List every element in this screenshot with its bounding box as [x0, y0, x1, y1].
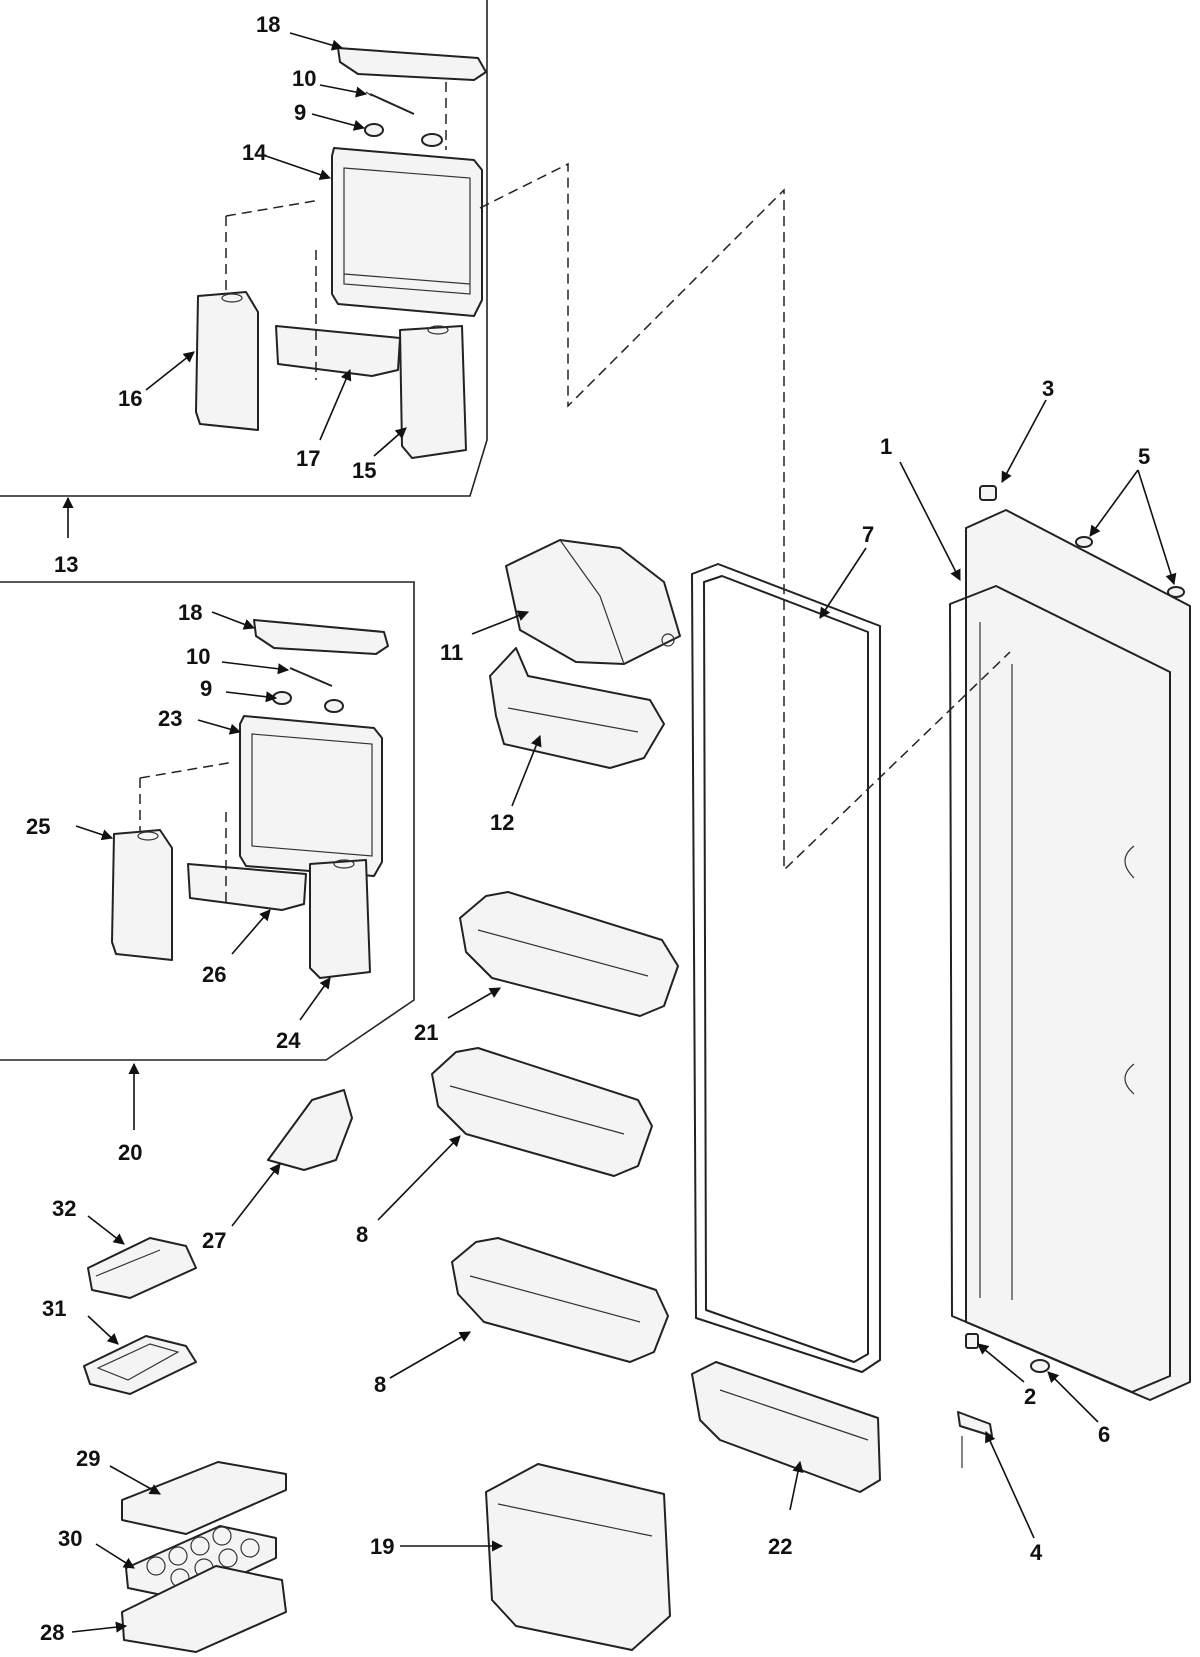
callout-30: 30: [58, 1526, 82, 1551]
callout-18-lower: 18: [178, 600, 202, 625]
part-12-small-door-bin: [489, 647, 665, 769]
part-19-gallon-bin: [485, 1463, 671, 1651]
callout-15: 15: [352, 458, 376, 483]
part-18-lower-cover: [253, 619, 389, 655]
leader-lines: [62, 32, 1177, 1633]
callout-14: 14: [242, 140, 267, 165]
callout-31: 31: [42, 1296, 66, 1321]
callout-23: 23: [158, 706, 182, 731]
part-16-upper-left-panel: [195, 291, 259, 431]
part-9-upper-pins: [364, 123, 443, 147]
callout-7: 7: [862, 522, 874, 547]
callout-28: 28: [40, 1620, 64, 1645]
part-23-lower-shelf-frame: [239, 715, 383, 877]
part-22-toe-grille: [691, 1361, 881, 1493]
callout-8-upper: 8: [356, 1222, 368, 1247]
callout-18-upper: 18: [256, 12, 280, 37]
callout-10-lower: 10: [186, 644, 210, 669]
callout-29: 29: [76, 1446, 100, 1471]
part-28-egg-bin: [121, 1565, 287, 1653]
callout-9-upper: 9: [294, 100, 306, 125]
callout-17: 17: [296, 446, 320, 471]
callout-24: 24: [276, 1028, 301, 1053]
upper-inset-dash-lines: [225, 82, 447, 380]
part-8-lower-door-bin: [451, 1237, 669, 1363]
assembly-dash-lines: [479, 162, 1011, 872]
callout-19: 19: [370, 1534, 394, 1559]
callout-21: 21: [414, 1020, 438, 1045]
upper-inset-frame: [0, 0, 488, 497]
part-11-dairy-compartment: [505, 539, 681, 665]
callout-8-lower: 8: [374, 1372, 386, 1397]
callout-32: 32: [52, 1196, 76, 1221]
part-14-upper-shelf-frame: [331, 147, 483, 317]
callout-25: 25: [26, 814, 50, 839]
part-15-upper-right-panel: [399, 325, 467, 459]
part-7-door-gasket: [691, 563, 881, 1373]
callout-10-upper: 10: [292, 66, 316, 91]
callout-12: 12: [490, 810, 514, 835]
part-32-butter-lid: [87, 1237, 197, 1299]
part-24-lower-right-panel: [309, 859, 371, 979]
callout-20: 20: [118, 1140, 142, 1165]
part-10-upper-rod: [365, 91, 415, 115]
callout-27: 27: [202, 1228, 226, 1253]
part-9-lower-pins: [272, 691, 344, 713]
callout-5: 5: [1138, 444, 1150, 469]
lower-inset-frame: [0, 581, 415, 1061]
callout-13: 13: [54, 552, 78, 577]
part-2-door-stop: [965, 1333, 979, 1349]
callout-26: 26: [202, 962, 226, 987]
part-5-plugs: [1075, 536, 1185, 598]
part-6-door-cam: [1030, 1359, 1050, 1373]
callout-2: 2: [1024, 1384, 1036, 1409]
part-29-egg-tray-lid: [121, 1461, 287, 1535]
callout-labels: 18 10 9 14 16 17 15 13 18 10 9 23 25 26 …: [26, 12, 1150, 1645]
callout-9-lower: 9: [200, 676, 212, 701]
part-17-upper-bin: [275, 325, 401, 377]
callout-6: 6: [1098, 1422, 1110, 1447]
part-21-door-bin: [459, 891, 679, 1017]
door-shelf-rails: [1011, 664, 1135, 1300]
part-18-upper-cover: [337, 47, 487, 81]
part-4-lower-hinge: [957, 1411, 993, 1468]
part-8-upper-door-bin: [431, 1047, 653, 1177]
part-1-refrigerator-door: [949, 509, 1191, 1401]
part-25-lower-left-panel: [111, 829, 173, 961]
callout-3: 3: [1042, 376, 1054, 401]
part-27-bracket: [267, 1089, 353, 1171]
part-3-hinge-cap: [979, 485, 997, 501]
callout-1: 1: [880, 434, 892, 459]
callout-11: 11: [440, 640, 463, 665]
lower-inset-dash-lines: [139, 761, 235, 904]
callout-22: 22: [768, 1534, 792, 1559]
part-10-lower-rod: [289, 667, 333, 687]
callout-4: 4: [1030, 1540, 1043, 1565]
callout-16: 16: [118, 386, 142, 411]
part-26-lower-bin: [187, 863, 307, 911]
part-31-butter-tray: [83, 1335, 197, 1395]
